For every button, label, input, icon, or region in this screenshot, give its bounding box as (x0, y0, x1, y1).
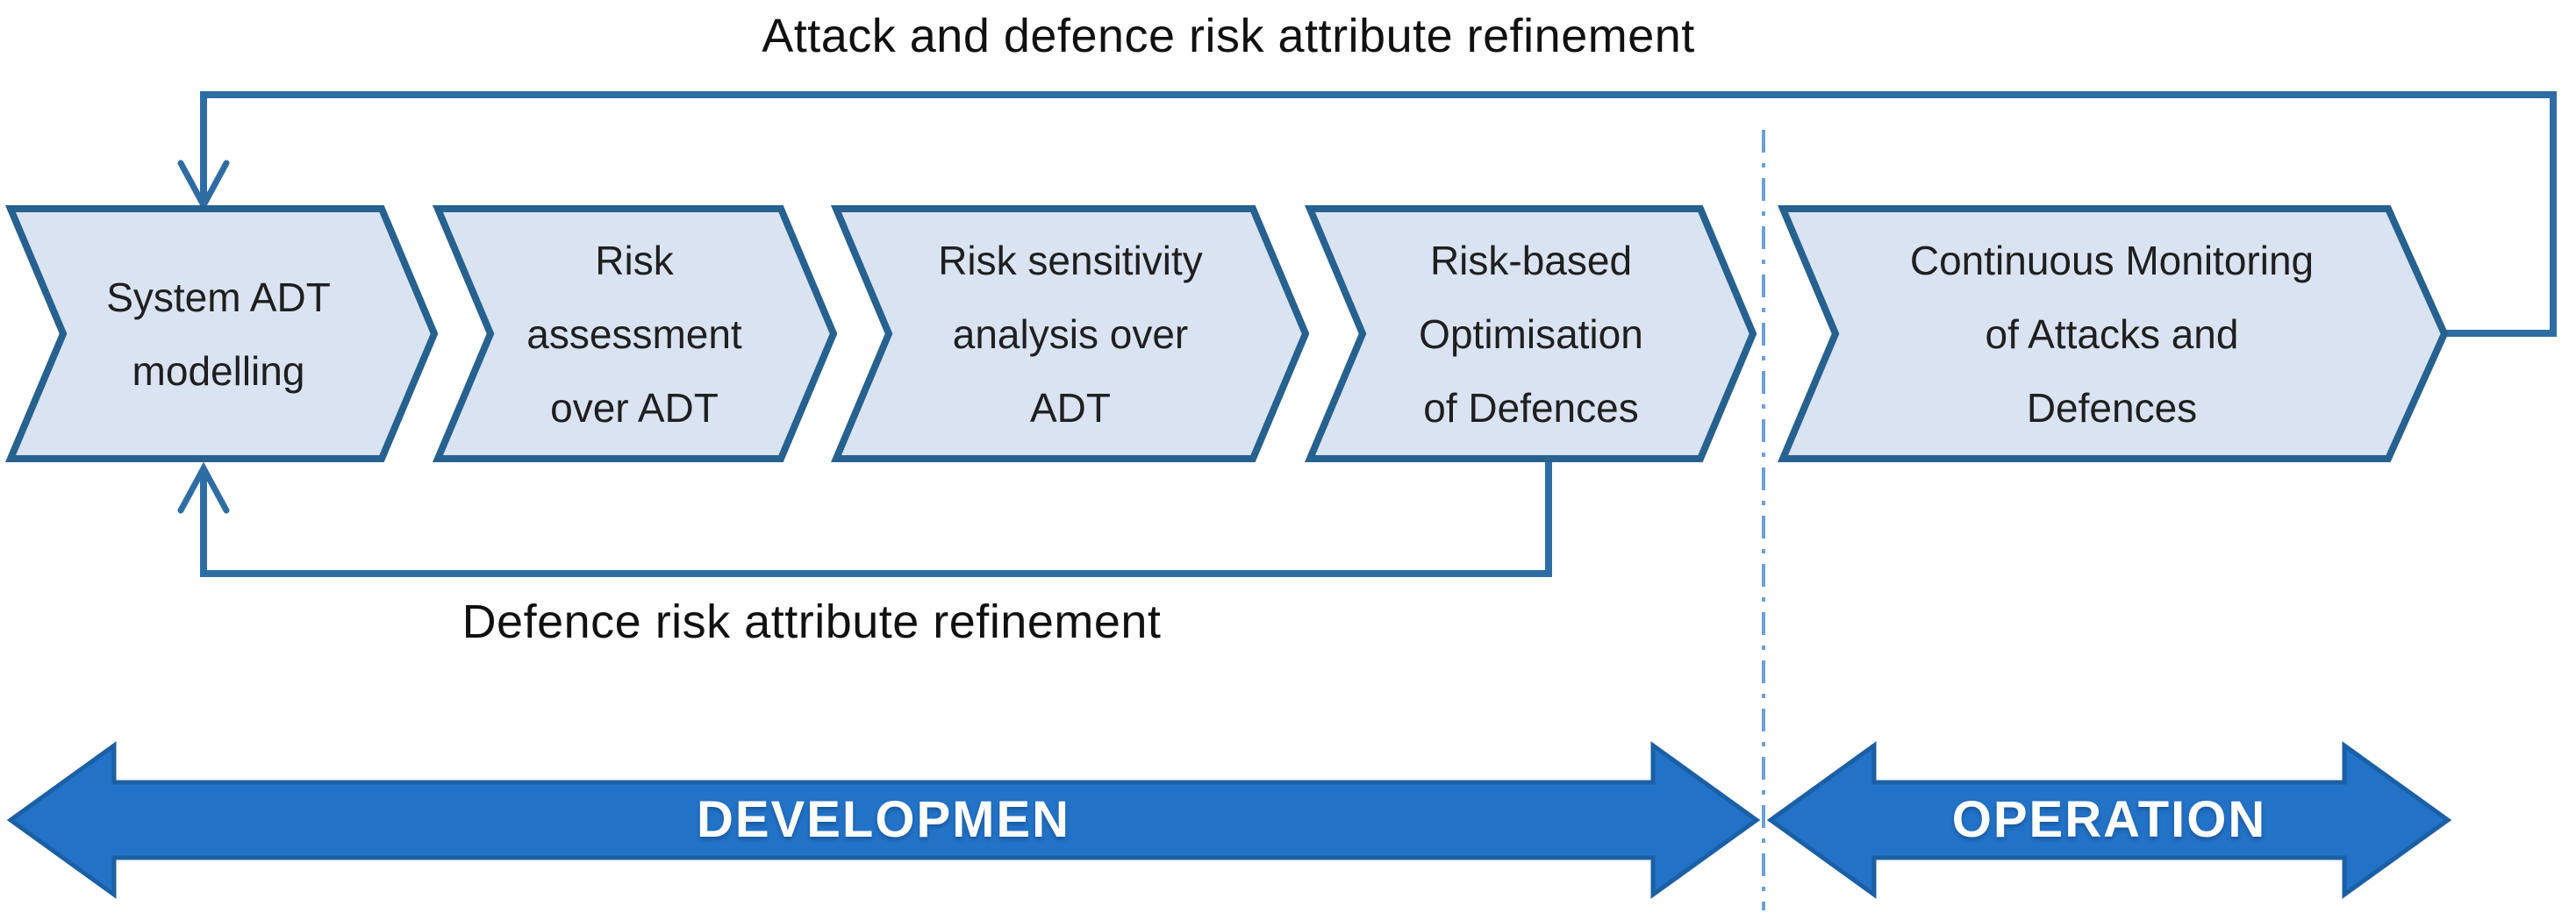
chevron-step-risk-sensitivity-analysis (830, 205, 1310, 462)
bottom-feedback-label-text: Defence risk attribute refinement (462, 596, 1162, 648)
operation-phase-label: OPERATION (1951, 791, 2267, 848)
chevron-step-risk-based-optimisation (1304, 205, 1757, 462)
chevron-label-system-adt-modelling: System ADT modelling (106, 274, 331, 394)
top-feedback-label: Attack and defence risk attribute refine… (526, 9, 1930, 63)
development-phase-label: DEVELOPMEN (696, 791, 1071, 848)
top-feedback-label-text: Attack and defence risk attribute refine… (762, 10, 1695, 62)
arrowhead-up-icon (177, 461, 230, 514)
development-phase-arrow (6, 741, 1761, 899)
operation-phase-arrow (1766, 741, 2452, 899)
chevron-label-continuous-monitoring: Continuous Monitoring of Attacks and Def… (1909, 237, 2315, 431)
chevron-step-system-adt-modelling (4, 205, 439, 462)
top-feedback-connector (200, 91, 2557, 337)
chevron-label-risk-assessment: Risk assessment over ADT (526, 237, 742, 431)
chevron-label-risk-based-optimisation: Risk-based Optimisation of Defences (1419, 237, 1643, 431)
chevron-step-risk-assessment (432, 205, 838, 462)
bottom-feedback-label: Defence risk attribute refinement (373, 595, 1250, 649)
chevron-label-risk-sensitivity-analysis: Risk sensitivity analysis over ADT (938, 237, 1203, 431)
chevron-step-continuous-monitoring (1777, 205, 2449, 462)
bottom-feedback-connector (200, 460, 1552, 577)
